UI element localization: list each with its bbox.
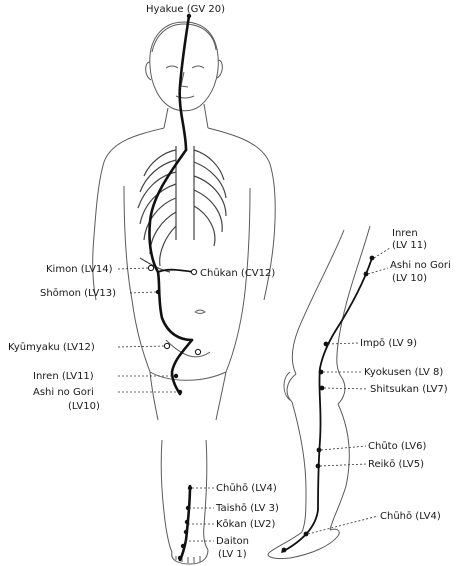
knee-front (287, 374, 296, 402)
label-inren-leg-1: Inren (392, 228, 418, 239)
point-chukan (191, 269, 196, 274)
label-daiton-2: (LV 1) (218, 549, 247, 560)
label-hyakue: Hyakue (GV 20) (146, 4, 225, 15)
label-reiko: Reikō (LV5) (368, 459, 424, 470)
point-daiton-upper (181, 544, 185, 548)
meridian-leg-path (282, 258, 372, 552)
label-shomon: Shōmon (LV13) (40, 288, 116, 299)
leg-points (282, 256, 375, 553)
meridian-head-segment (180, 16, 189, 150)
lower-leg-front-left (161, 440, 172, 552)
label-shitsukan: Shitsukan (LV7) (370, 384, 448, 395)
label-chuto: Chūto (LV6) (368, 441, 426, 452)
label-kyokusen: Kyokusen (LV 8) (364, 367, 443, 378)
point-reiko (316, 464, 321, 469)
hip-line (150, 372, 226, 380)
point-kyumyaku (164, 343, 169, 348)
label-kimon: Kimon (LV14) (46, 264, 113, 275)
shin-front (292, 402, 306, 532)
label-ashinogori-leg-2: (LV 10) (392, 273, 427, 284)
leg-liver-meridian (282, 258, 372, 552)
label-ashinogori-body-1: Ashi no Gori (33, 387, 94, 398)
meridian-chest-segment (149, 150, 192, 340)
label-inren-leg-2: (LV 11) (392, 240, 427, 251)
calf-back (330, 404, 349, 530)
point-chuho-body (188, 486, 192, 490)
label-chuho-body: Chūhō (LV4) (216, 483, 277, 494)
kneecap (284, 372, 290, 400)
point-shomon (156, 290, 160, 294)
point-inren-leg (370, 256, 375, 261)
point-daiton (178, 556, 182, 560)
labels: Hyakue (GV 20) Kimon (LV14) Chūkan (CV12… (8, 4, 451, 560)
point-daiton-leg (282, 548, 287, 553)
label-chukan: Chūkan (CV12) (200, 268, 275, 279)
navel (195, 310, 205, 314)
point-chuto (317, 448, 322, 453)
point-ashinogori-body (178, 390, 182, 394)
torso-right-side (226, 188, 250, 372)
point-kyumyaku-right (195, 349, 200, 354)
thigh-front (292, 230, 344, 374)
point-kokan (184, 530, 188, 534)
knee-back (338, 378, 345, 404)
point-shitsukan (320, 386, 325, 391)
label-inren-body: Inren (LV11) (33, 371, 94, 382)
point-inren-body (174, 374, 178, 378)
label-daiton-1: Daiton (216, 536, 249, 547)
left-eye (166, 66, 178, 68)
body-points (148, 14, 200, 560)
label-kokan: Kōkan (LV2) (216, 519, 276, 530)
label-kyumyaku: Kyūmyaku (LV12) (8, 342, 95, 353)
point-kyokusen (319, 370, 324, 375)
point-kimon (148, 265, 153, 270)
groin-line (166, 340, 210, 357)
point-impo (324, 342, 329, 347)
thigh-left (150, 372, 158, 420)
label-impo: Impō (LV 9) (360, 338, 417, 349)
lower-leg-front-right (204, 440, 208, 550)
meridian-abdominal-branch (158, 270, 194, 272)
thigh-right (216, 372, 226, 420)
torso-left-side (124, 186, 150, 372)
label-taisho: Taishō (LV 3) (215, 503, 279, 514)
label-chuho-leg: Chūhō (LV4) (380, 511, 441, 522)
point-chuho-leg (304, 532, 309, 537)
point-ashinogori-leg (364, 272, 369, 277)
label-ashinogori-leg-1: Ashi no Gori (390, 260, 451, 271)
label-ashinogori-body-2: (LV10) (68, 401, 100, 412)
right-eye (192, 66, 204, 68)
front-foot (172, 550, 208, 564)
point-kokan-upper (185, 520, 189, 524)
